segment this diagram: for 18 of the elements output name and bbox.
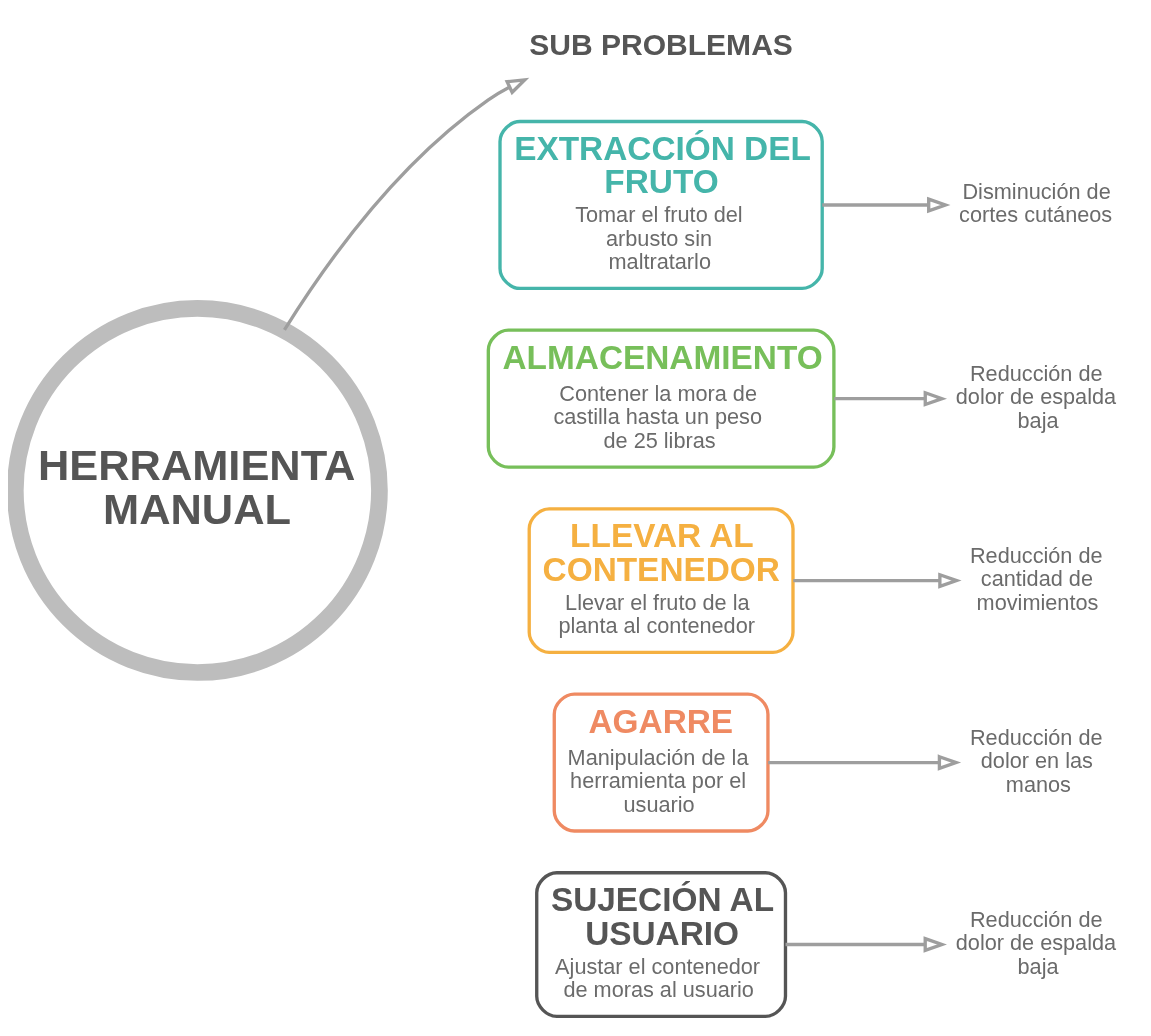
arrow (768, 754, 962, 771)
node-box: EXTRACCIÓN DEL FRUTO Tomar el fruto del arbusto sin maltratarlo (498, 119, 824, 291)
node-box: ALMACENAMIENTO Contener la mora de castilla hasta un peso de 25 libras (486, 328, 836, 469)
node-text: Reducción de cantidad de movimientos (969, 542, 1103, 615)
arrow (834, 390, 947, 407)
node-text: Disminución de cortes cutáneos (959, 178, 1113, 228)
node-box: SUJECIÓN AL USUARIO Ajustar el contenedor de moras al usuario (535, 871, 788, 1018)
arrow (785, 936, 947, 953)
node-text: Reducción de dolor de espalda baja (955, 360, 1117, 433)
node-text: Reducción de dolor de espalda baja (955, 906, 1117, 979)
node-box: LLEVAR AL CONTENEDOR Llevar el fruto de la planta al contenedor (527, 507, 795, 655)
node-circle: HERRAMIENTA MANUAL (8, 300, 388, 681)
node-text: Reducción de dolor en las manos (969, 724, 1103, 797)
node-box: AGARRE Manipulación de la herramienta por el usuario (552, 692, 770, 833)
arrow (283, 77, 530, 331)
node-text: SUB PROBLEMAS (529, 28, 793, 62)
arrow (822, 196, 951, 214)
arrow (793, 572, 962, 589)
